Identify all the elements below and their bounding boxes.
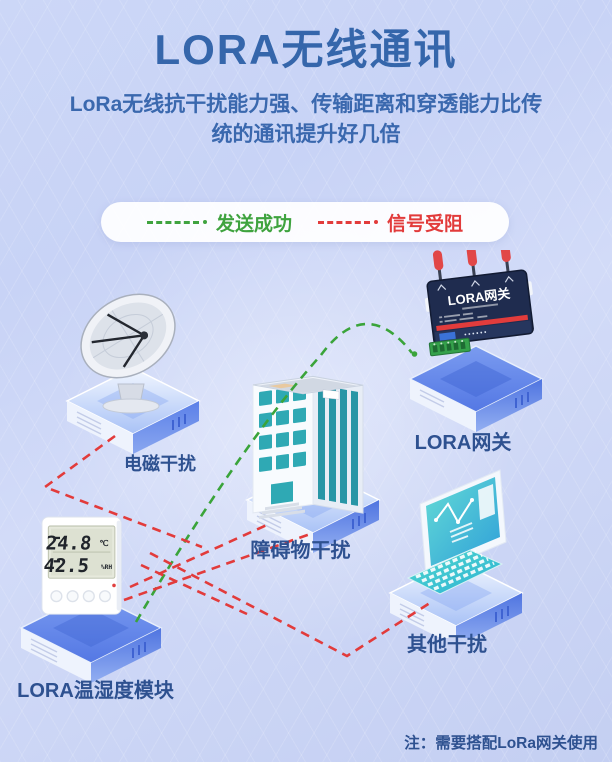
satellite-dish-icon <box>65 293 201 454</box>
footnote: 注：需要搭配LoRa网关使用 <box>404 735 598 752</box>
label-electromagnetic-interference: 电磁干扰 <box>124 454 196 474</box>
green-dash-dot-icon <box>202 220 207 224</box>
sensor-humidity-unit: %RH <box>101 564 113 571</box>
legend-blocked-label: 信号受阻 <box>387 213 464 235</box>
label-other-interference: 其他干扰 <box>407 634 487 656</box>
building-icon <box>245 375 381 553</box>
legend-item-blocked: 信号受阻 <box>318 209 463 236</box>
gateway-device: LORA网关 <box>424 250 534 357</box>
page-title: LORA无线通讯 <box>154 26 458 73</box>
computer-illustration <box>406 469 507 595</box>
sensor-temperature-unit: ℃ <box>100 538 109 548</box>
page-subtitle: LoRa无线抗干扰能力强、传输距离和穿透能力比传 统的通讯提升好几倍 <box>36 90 576 151</box>
tower-illustration <box>252 375 364 520</box>
legend-item-success: 发送成功 <box>146 209 292 236</box>
green-dashed-line-icon <box>146 220 199 224</box>
subtitle-line-1: LoRa无线抗干扰能力强、传输距离和穿透能力比传 <box>69 93 543 116</box>
antenna-icons <box>432 250 511 283</box>
sensor-device: 24.8 ℃ 42.5 %RH <box>41 516 122 615</box>
lora-gateway-icon: LORA网关 <box>408 250 544 432</box>
subtitle-line-2: 统的通讯提升好几倍 <box>211 123 401 147</box>
label-lora-gateway: LORA网关 <box>414 432 512 454</box>
red-dash-dot-icon <box>374 220 378 224</box>
sensor-temperature-value: 24.8 <box>45 532 93 554</box>
temperature-humidity-module-icon: 24.8 ℃ 42.5 %RH <box>19 516 163 683</box>
terminal-block <box>428 337 471 357</box>
legend-success-label: 发送成功 <box>215 213 292 235</box>
red-dashed-line-icon <box>318 220 370 224</box>
sensor-humidity-value: 42.5 <box>42 555 90 577</box>
computer-icon <box>388 469 524 638</box>
legend: 发送成功 信号受阻 <box>101 202 509 242</box>
label-obstacle-interference: 障碍物干扰 <box>250 540 351 562</box>
label-lora-sensor-module: LORA温湿度模块 <box>17 680 174 702</box>
